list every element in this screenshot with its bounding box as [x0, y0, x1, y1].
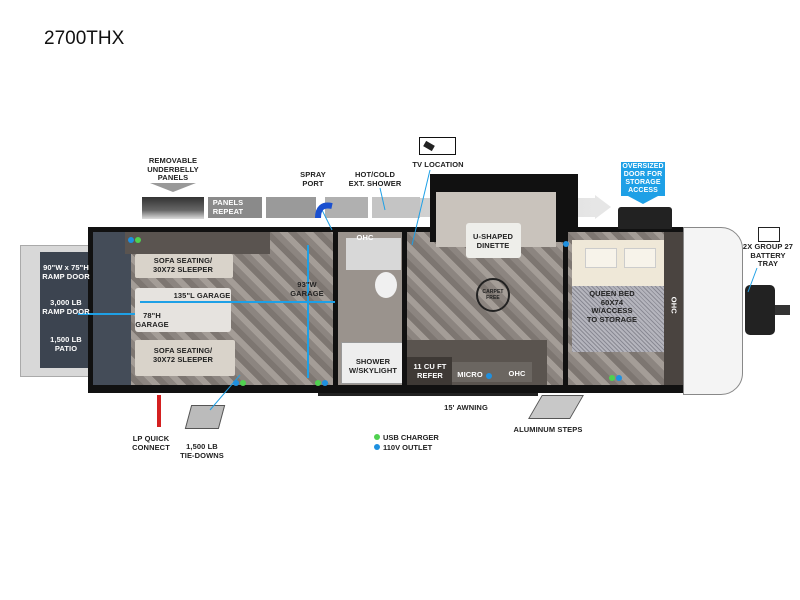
shower-label: SHOWER W/SKYLIGHT — [348, 357, 398, 375]
toilet — [375, 272, 397, 298]
sofa-bottom — [135, 340, 235, 376]
bedroom-ohc-label: OHC — [669, 296, 679, 314]
hitch-tongue — [775, 305, 790, 315]
ext-shower-label: HOT/COLD EXT. SHOWER — [348, 170, 402, 188]
sofa-top-label: SOFA SEATING/ 30X72 SLEEPER — [152, 256, 214, 274]
legend-label: 110V OUTLET — [383, 442, 433, 452]
tv-location-label: TV LOCATION — [412, 160, 464, 169]
awning — [318, 393, 538, 396]
shower-stall — [341, 342, 403, 384]
spray-port-hose — [315, 202, 333, 219]
garage-rear-wall — [93, 232, 131, 385]
storage-door-label: OVERSIZED DOOR FOR STORAGE ACCESS — [622, 163, 664, 194]
storage-door-callout-bg — [621, 162, 665, 196]
bath-ohc-label: OHC — [356, 233, 374, 242]
legend-item-outlet: 110V OUTLET — [374, 442, 439, 452]
hitch-coupler — [745, 285, 775, 335]
underbelly-panel-dark — [142, 197, 204, 219]
underbelly-arrow-icon — [150, 183, 196, 192]
battery-icon — [758, 227, 780, 242]
panels-repeat-label: PANELS REPEAT — [212, 198, 244, 216]
underbelly-panel — [325, 197, 368, 218]
garage-height-label: 78"H GARAGE — [135, 311, 169, 329]
underbelly-arrow-head — [595, 195, 611, 219]
microwave — [452, 362, 532, 382]
refer-label: 11 CU FT REFER — [413, 362, 447, 380]
underbelly-panel — [208, 197, 262, 218]
usb-charger-dot-icon — [374, 434, 380, 440]
garage-width-label: 93"W GARAGE — [290, 280, 324, 298]
pillow — [585, 248, 617, 268]
spray-port-label: SPRAY PORT — [300, 170, 326, 188]
underbelly-panel — [266, 197, 316, 218]
sofa-bottom-label: SOFA SEATING/ 30X72 SLEEPER — [152, 346, 214, 364]
lp-connect-label: LP QUICK CONNECT — [132, 434, 170, 452]
bed-label: QUEEN BED 60X74 W/ACCESS TO STORAGE — [586, 289, 638, 324]
storage-door — [618, 207, 672, 229]
outlets — [128, 237, 622, 386]
garage-table — [135, 288, 231, 332]
tv-leader — [411, 169, 431, 246]
legend: USB CHARGER 110V OUTLET — [374, 432, 439, 452]
pillow — [624, 248, 656, 268]
garage-shelf — [125, 232, 270, 254]
underbelly-label: REMOVABLE UNDERBELLY PANELS — [147, 156, 199, 182]
ext-shower-leader — [379, 187, 386, 211]
carpet-free-stamp — [476, 278, 510, 312]
garage-length-label: 135"L GARAGE — [173, 291, 231, 300]
bath-kitchen-wall — [402, 232, 407, 385]
spray-port-leader — [321, 209, 333, 231]
ramp-weight-label: 3,000 LB RAMP DOOR — [42, 298, 90, 316]
outlet-dot-icon — [374, 444, 380, 450]
carpet-free-label: CARPET FREE — [482, 289, 504, 301]
micro-label: MICRO — [457, 370, 483, 379]
legend-label: USB CHARGER — [383, 432, 439, 442]
lp-quick-connect — [157, 395, 161, 427]
dinette-table — [466, 223, 521, 258]
garage-bath-wall — [333, 232, 338, 385]
patio-label: 1,500 LB PATIO — [50, 335, 82, 353]
ramp-door-panel — [40, 252, 90, 368]
awning-label: 15' AWNING — [444, 403, 488, 412]
tie-downs-label: 1,500 LB TIE-DOWNS — [180, 442, 224, 460]
refrigerator — [407, 357, 452, 385]
underbelly-panel — [372, 197, 420, 218]
ramp-size-label: 90"W x 75"H RAMP DOOR — [42, 263, 90, 281]
dinette-label: U-SHAPED DINETTE — [473, 232, 513, 250]
battery-tray-label: 2X GROUP 27 BATTERY TRAY — [742, 242, 794, 268]
battery-leader — [747, 267, 758, 293]
bedroom-wall — [563, 240, 568, 385]
storage-door-arrow — [628, 196, 658, 204]
front-cap — [683, 227, 743, 395]
kitchen-ohc-label: OHC — [508, 369, 526, 378]
model-title: 2700THX — [44, 28, 125, 49]
sofa-top — [135, 254, 233, 278]
bedroom-ohc-cabinet — [664, 232, 683, 385]
bath-sink — [346, 238, 401, 270]
legend-item-usb: USB CHARGER — [374, 432, 439, 442]
steps-label: ALUMINUM STEPS — [513, 425, 583, 434]
